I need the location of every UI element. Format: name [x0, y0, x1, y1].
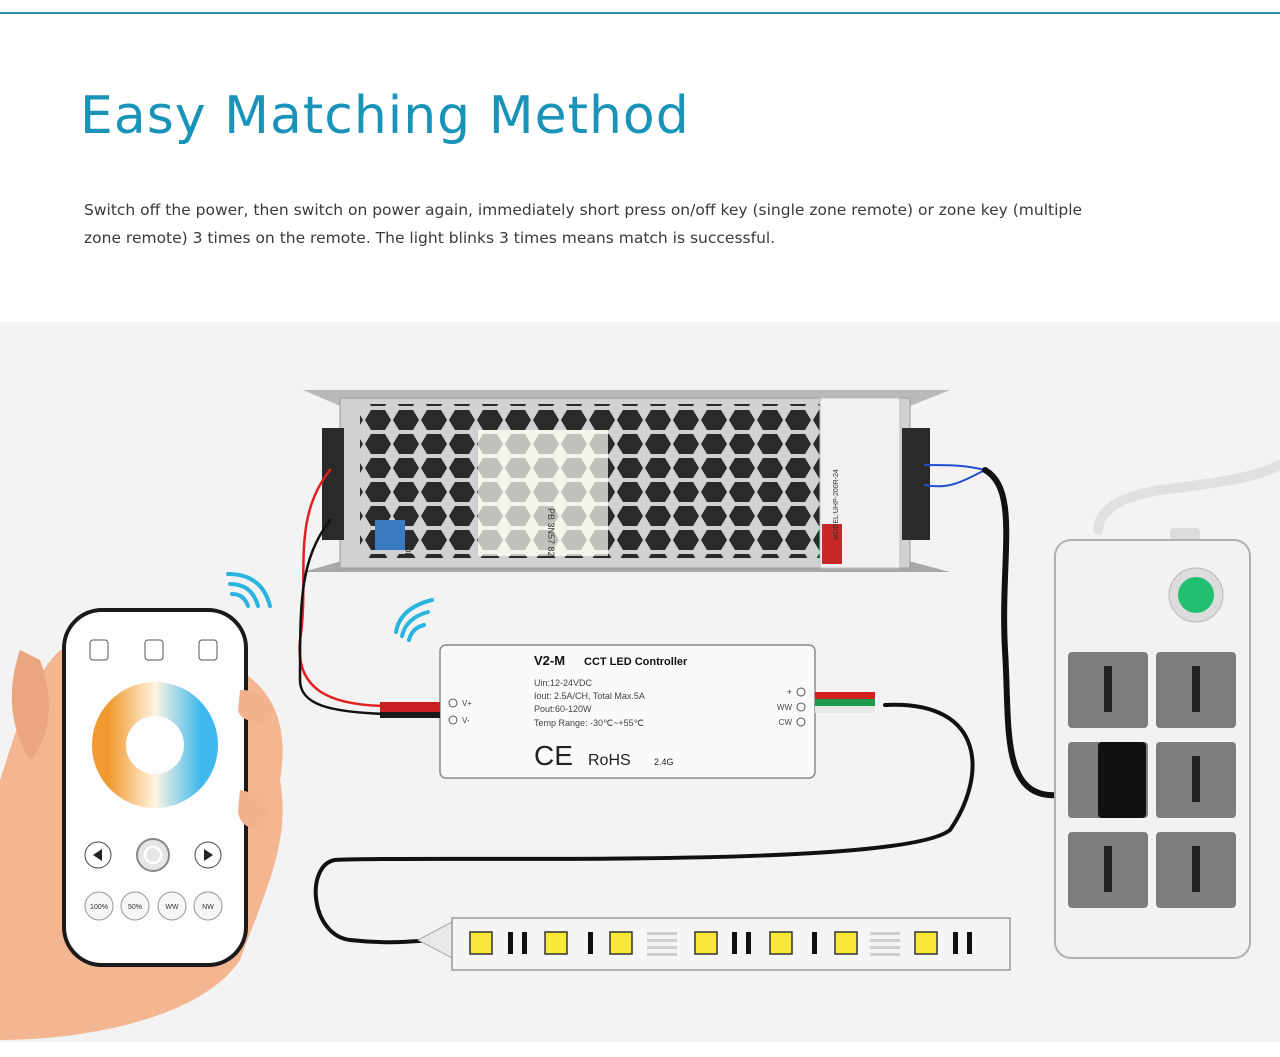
remote-button-nw[interactable]: NW — [202, 904, 214, 911]
psu-model-label: MODEL:UHP-200R-24 — [833, 469, 840, 540]
terminal-cw: CW — [779, 718, 793, 727]
remote-button-50[interactable]: 50% — [128, 904, 142, 911]
controller-name: CCT LED Controller — [584, 656, 688, 668]
power-switch-indicator[interactable] — [1178, 577, 1214, 613]
controller-spec-current: Iout: 2.5A/CH, Total Max.5A — [534, 691, 645, 701]
power-strip — [1054, 460, 1280, 959]
wires — [298, 464, 1103, 945]
led-strip — [416, 917, 1011, 971]
terminal-ww: WW — [777, 703, 793, 712]
page-description: Switch off the power, then switch on pow… — [84, 201, 1083, 247]
terminal-plus: + — [787, 687, 792, 697]
top-divider — [0, 12, 1280, 14]
hand-with-remote: 100% 50% WW NW — [0, 608, 283, 1040]
frequency-label: 2.4G — [654, 757, 674, 767]
power-supply: MODEL:UHP-200R-24 PB 3N57 82 DC OK — [303, 390, 950, 572]
ce-mark: CE — [534, 740, 573, 771]
terminal-v-minus: V- — [462, 716, 470, 725]
controller-spec-voltage: Uin:12-24VDC — [534, 678, 593, 688]
rohs-label: RoHS — [588, 752, 631, 769]
wifi-signal-icon-controller — [394, 598, 434, 642]
remote-button-100[interactable]: 100% — [90, 904, 108, 911]
cct-controller: V2-M CCT LED Controller Uin:12-24VDC Iou… — [380, 644, 875, 779]
psu-part-number: PB 3N57 82 — [546, 508, 556, 557]
wifi-signal-icon-remote — [226, 572, 272, 608]
color-temperature-ring[interactable] — [92, 682, 218, 808]
page-title: Easy Matching Method — [80, 86, 690, 146]
psu-dc-ok-label: DC OK — [403, 530, 413, 559]
terminal-v-plus: V+ — [462, 699, 472, 708]
controller-model: V2-M — [534, 653, 565, 668]
controller-spec-temp: Temp Range: -30℃~+55℃ — [534, 718, 644, 728]
remote-button-ww[interactable]: WW — [165, 904, 179, 911]
power-button-icon[interactable] — [136, 838, 170, 872]
controller-spec-power: Pout:60-120W — [534, 704, 592, 714]
